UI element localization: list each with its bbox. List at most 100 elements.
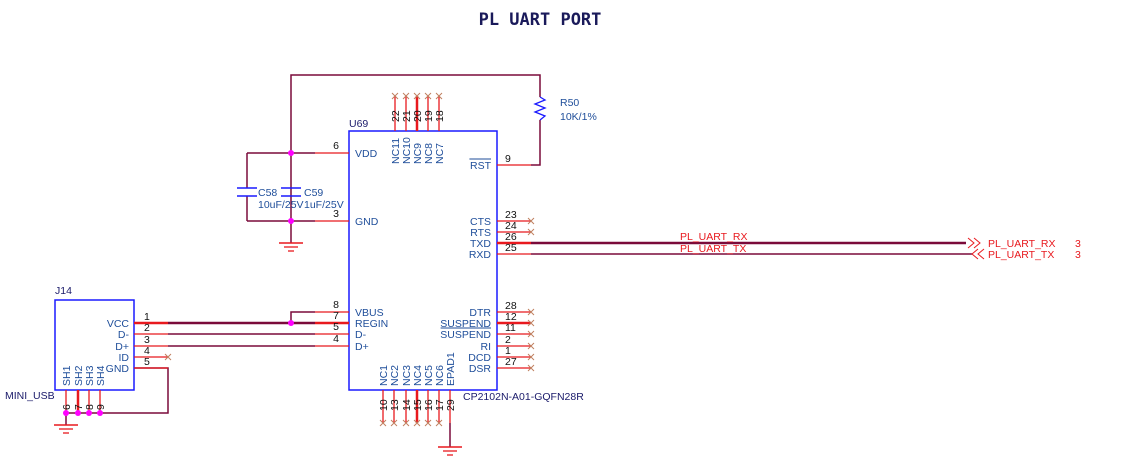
no-connect-icon	[413, 92, 421, 100]
u69-pin-name: D+	[355, 341, 369, 353]
u69-pin-number: 18	[434, 110, 446, 122]
u69-pin-number: 28	[505, 300, 517, 312]
u69-ref: U69	[349, 118, 368, 130]
net-label-pl-uart-rx: PL_UART_RX	[680, 231, 748, 243]
u69-pin-number: 19	[423, 110, 435, 122]
u69-pin-name: RST	[470, 160, 492, 172]
u69-pin-name: NC4	[412, 365, 424, 386]
no-connect-icon	[424, 419, 432, 427]
u69-pin-name: NC9	[412, 143, 424, 164]
no-connect-icon	[527, 342, 535, 350]
no-connect-icon	[527, 364, 535, 372]
u69-pin-number: 23	[505, 209, 517, 221]
u69-pin-number: 1	[505, 345, 511, 357]
j14-pin-number: 6	[61, 404, 73, 410]
j14-pin-name: ID	[119, 352, 130, 364]
port-arrow-in-icon	[977, 248, 985, 260]
u69-pin-number: 10	[378, 399, 390, 411]
u69-pin-number: 4	[333, 333, 339, 345]
u69-pin-name: CTS	[470, 216, 491, 228]
u69-pin-number: 20	[412, 110, 424, 122]
u69-pin-number: 25	[505, 242, 517, 254]
no-connect-icon	[164, 353, 172, 361]
no-connect-icon	[391, 92, 399, 100]
u69-pin-name: NC1	[378, 365, 390, 386]
u69-pin-number: 21	[401, 110, 413, 122]
u69-pin-number: 2	[505, 334, 511, 346]
u69-pin-name: DCD	[468, 352, 491, 364]
u69-pin-name: VDD	[355, 148, 378, 160]
u69-pin-number: 22	[390, 110, 402, 122]
port-sheet-ref[interactable]: 3	[1075, 249, 1081, 261]
wire-r50-to-rst	[531, 120, 541, 166]
no-connect-icon	[424, 92, 432, 100]
junction-dot	[288, 320, 294, 326]
u69-pin-number: 5	[333, 321, 339, 333]
j14-pin-name: VCC	[107, 318, 130, 330]
u69-pin-name: RTS	[470, 227, 491, 239]
u69-pin-number: 15	[412, 399, 424, 411]
no-connect-icon	[390, 419, 398, 427]
u69-pin-name: NC5	[423, 365, 435, 386]
u69-pin-name: NC3	[401, 365, 413, 386]
u69-pin-name: NC10	[401, 137, 413, 164]
u69-pin-name: REGIN	[355, 318, 388, 330]
no-connect-icon	[527, 319, 535, 327]
u69-pin-name: NC6	[434, 365, 446, 386]
no-connect-icon	[402, 92, 410, 100]
wire-vdd-to-r50	[290, 74, 541, 221]
j14-pin-number: 8	[84, 404, 96, 410]
no-connect-icon	[527, 308, 535, 316]
no-connect-icon	[402, 419, 410, 427]
u69-pin-name: GND	[355, 216, 379, 228]
j14-pin-name: GND	[106, 363, 130, 375]
j14-body	[54, 299, 135, 391]
j14-pin-name: D-	[118, 329, 130, 341]
u69-pin-name: RXD	[469, 249, 492, 261]
j14-pin-name: SH4	[95, 365, 107, 386]
u69-pin-number: 24	[505, 220, 517, 232]
port-sheet-ref[interactable]: 3	[1075, 238, 1081, 250]
j14-pin-number: 5	[144, 356, 150, 368]
j14-pin-number: 1	[144, 311, 150, 323]
u69-pin-number: 7	[333, 310, 339, 322]
u69-pin-number: 3	[333, 208, 339, 220]
j14-pin-name: SH1	[61, 365, 73, 386]
u69-pin-number: 26	[505, 231, 517, 243]
u69-pin-number: 13	[389, 399, 401, 411]
sheet-title: PL UART PORT	[479, 10, 602, 30]
port-pl-uart-tx[interactable]: PL_UART_TX	[988, 249, 1054, 261]
junction-dot	[288, 150, 294, 156]
j14-pin-name: D+	[115, 341, 129, 353]
j14-pin-number: 2	[144, 322, 150, 334]
port-arrow-out-icon	[973, 237, 981, 249]
port-arrow-out-icon	[967, 237, 975, 249]
u69-pin-name: DSR	[469, 363, 492, 375]
no-connect-icon	[527, 228, 535, 236]
u69-pin-name: NC7	[434, 143, 446, 164]
j14-ref: J14	[55, 285, 72, 297]
u69-pin-name: TXD	[470, 238, 491, 250]
u69-pin-name: DTR	[469, 307, 491, 319]
port-pl-uart-rx[interactable]: PL_UART_RX	[988, 238, 1056, 250]
no-connect-icon	[527, 217, 535, 225]
u69-body	[348, 130, 498, 391]
junction-dot	[75, 410, 81, 416]
u69-pin-name: SUSPEND	[440, 318, 491, 330]
no-connect-icon	[435, 92, 443, 100]
no-connect-icon	[379, 419, 387, 427]
u69-pin-number: 16	[423, 399, 435, 411]
no-connect-icon	[413, 419, 421, 427]
u69-pin-name: NC11	[390, 138, 402, 164]
j14-pin-number: 4	[144, 345, 150, 357]
j14-pin-name: SH3	[84, 365, 96, 386]
junction-dot	[86, 410, 92, 416]
r50-ref: R50	[560, 97, 579, 109]
u69-pin-name: D-	[355, 329, 367, 341]
u69-pin-name: EPAD1	[445, 352, 457, 386]
u69-pin-number: 6	[333, 140, 339, 152]
j14-part: MINI_USB	[5, 390, 55, 402]
u69-pin-name: NC8	[423, 143, 435, 164]
u69-part: CP2102N-A01-GQFN28R	[463, 391, 584, 403]
